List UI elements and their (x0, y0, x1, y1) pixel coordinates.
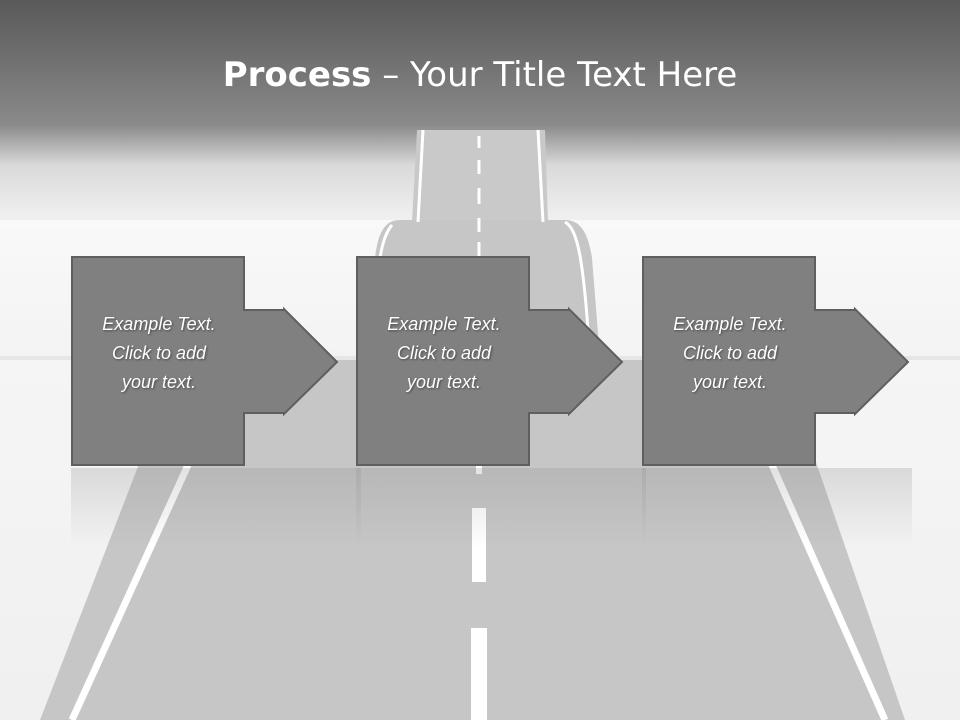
step-text: Example Text. Click to add your text. (358, 310, 530, 397)
step-text-line: Example Text. (673, 314, 787, 334)
step-text-line: Click to add (396, 343, 492, 363)
slide-title[interactable]: Process – Your Title Text Here (0, 52, 960, 98)
process-step-2[interactable]: Example Text. Click to add your text. (356, 256, 626, 466)
title-rest: – Your Title Text Here (382, 55, 738, 95)
step-text-line: Click to add (111, 343, 207, 363)
step-reflection-2 (356, 468, 646, 548)
step-text: Example Text. Click to add your text. (73, 310, 245, 397)
step-text-line: your text. (406, 372, 482, 392)
step-arrow-shape (642, 256, 910, 466)
step-reflection-3 (642, 468, 912, 548)
step-text-line: your text. (692, 372, 768, 392)
road-edge-far-right (536, 129, 545, 223)
step-text-line: your text. (121, 372, 197, 392)
step-arrow-shape (71, 256, 339, 466)
road-edge-far-left (416, 129, 425, 223)
process-step-1[interactable]: Example Text. Click to add your text. (71, 256, 341, 466)
road-edge-hill-left (378, 224, 394, 259)
step-text-line: Click to add (682, 343, 778, 363)
road-edge-near-left (68, 463, 192, 720)
step-text-line: Example Text. (102, 314, 216, 334)
road-edge-hill-right (564, 220, 590, 331)
step-text: Example Text. Click to add your text. (644, 310, 816, 397)
title-bold: Process (222, 55, 372, 95)
road-edge-near-right (768, 463, 889, 720)
step-text-line: Example Text. (387, 314, 501, 334)
step-reflection-1 (71, 468, 361, 548)
step-arrow-shape (356, 256, 624, 466)
road-far (412, 130, 548, 222)
process-step-3[interactable]: Example Text. Click to add your text. (642, 256, 912, 466)
